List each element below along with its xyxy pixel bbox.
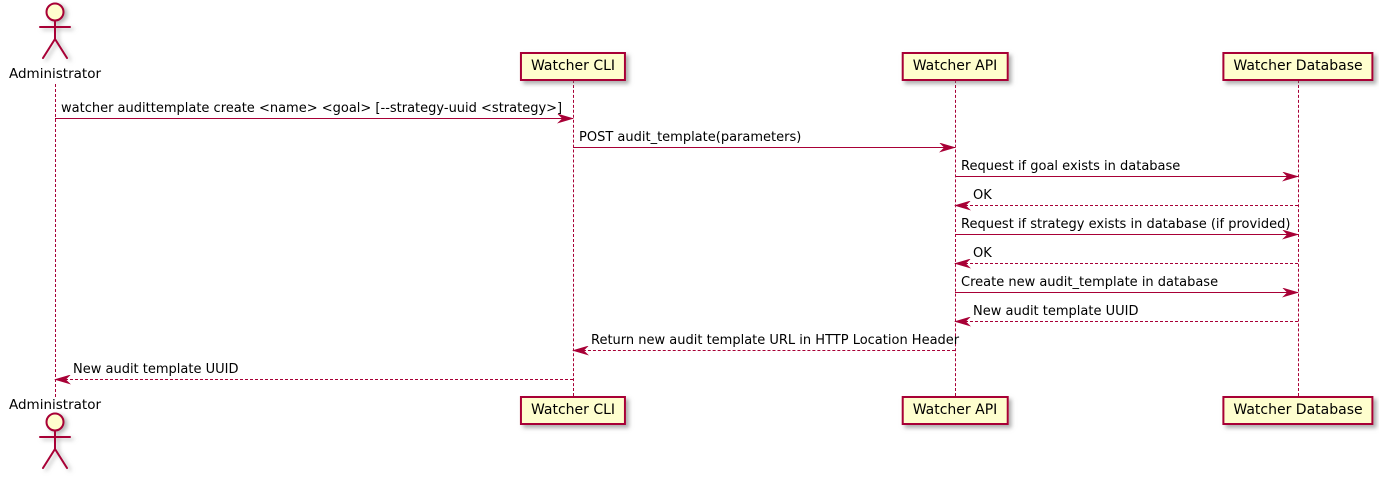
arrowhead-right-icon: [1282, 287, 1299, 298]
lifeline-watcher-cli: [573, 80, 574, 396]
arrowhead-left-icon: [954, 200, 971, 211]
lifeline-administrator: [55, 84, 56, 397]
participant-watcher-database-top: Watcher Database: [1222, 52, 1374, 82]
participant-watcher-api-bottom: Watcher API: [901, 396, 1009, 426]
message-8-label: New audit template UUID: [973, 304, 1139, 319]
arrowhead-right-icon: [557, 113, 574, 124]
arrowhead-right-icon: [1282, 229, 1299, 240]
message-9-label: Return new audit template URL in HTTP Lo…: [591, 333, 960, 348]
arrowhead-left-icon: [572, 345, 589, 356]
arrowhead-left-icon: [954, 258, 971, 269]
arrowhead-right-icon: [939, 142, 956, 153]
message-9-api-to-cli: Return new audit template URL in HTTP Lo…: [572, 333, 959, 356]
participant-watcher-cli-bottom: Watcher CLI: [519, 396, 627, 426]
lifeline-watcher-database: [1298, 80, 1299, 396]
administrator-label: Administrator: [8, 66, 102, 82]
message-4-label: OK: [973, 188, 992, 203]
participant-watcher-database-bottom: Watcher Database: [1222, 396, 1374, 426]
message-1-admin-to-cli: watcher audittemplate create <name> <goa…: [55, 101, 574, 124]
administrator-actor-icon-bottom: [39, 412, 71, 469]
message-6-label: OK: [973, 246, 992, 261]
lifeline-watcher-api: [955, 80, 956, 396]
message-5-api-to-db: Request if strategy exists in database (…: [955, 217, 1299, 240]
message-2-label: POST audit_template(parameters): [579, 130, 802, 145]
message-1-label: watcher audittemplate create <name> <goa…: [61, 101, 563, 116]
message-8-db-to-api: New audit template UUID: [954, 304, 1298, 327]
arrowhead-right-icon: [1282, 171, 1299, 182]
arrowhead-left-icon: [54, 374, 71, 385]
message-10-cli-to-admin: New audit template UUID: [54, 362, 573, 385]
participant-watcher-api-top: Watcher API: [901, 52, 1009, 82]
participant-watcher-cli-top: Watcher CLI: [519, 52, 627, 82]
message-10-label: New audit template UUID: [73, 362, 239, 377]
message-3-label: Request if goal exists in database: [961, 159, 1181, 174]
arrowhead-left-icon: [954, 316, 971, 327]
message-4-db-to-api: OK: [954, 188, 1298, 211]
message-5-label: Request if strategy exists in database (…: [961, 217, 1291, 232]
message-7-api-to-db: Create new audit_template in database: [955, 275, 1299, 298]
message-6-db-to-api: OK: [954, 246, 1298, 269]
administrator-actor-icon: [39, 2, 71, 59]
message-2-cli-to-api: POST audit_template(parameters): [573, 130, 956, 153]
message-3-api-to-db: Request if goal exists in database: [955, 159, 1299, 182]
message-7-label: Create new audit_template in database: [961, 275, 1219, 290]
administrator-label-bottom: Administrator: [8, 397, 102, 413]
